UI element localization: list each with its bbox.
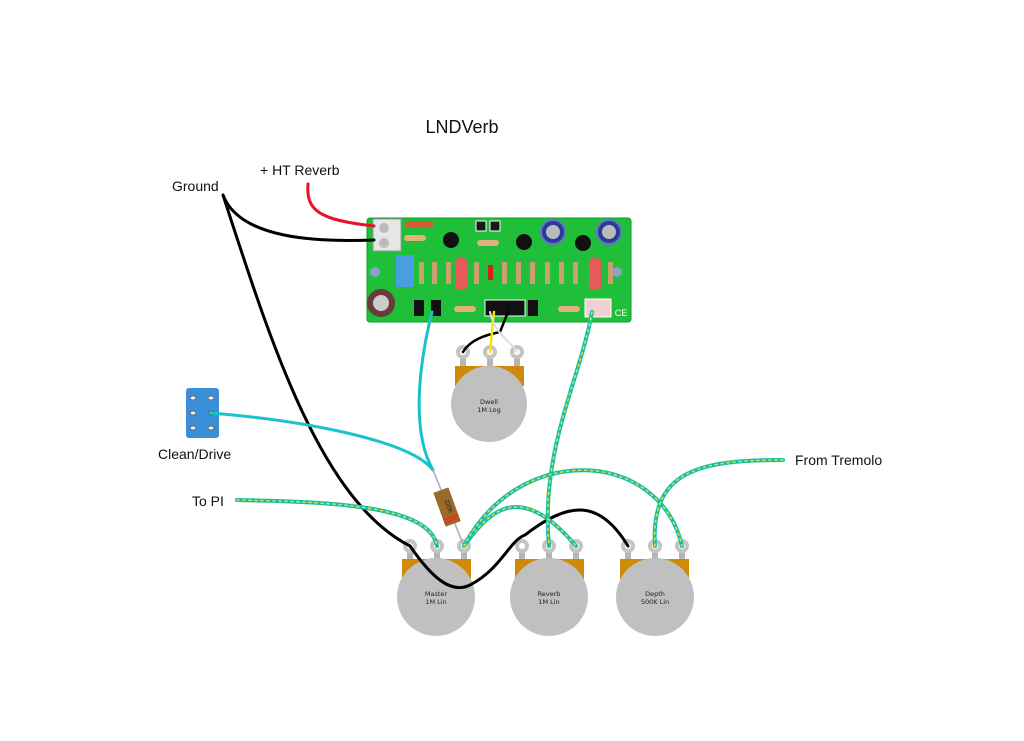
label-clean-drive: Clean/Drive [158, 446, 231, 462]
diagram-title: LNDVerb [425, 117, 498, 137]
svg-text:Dwell: Dwell [480, 398, 498, 406]
svg-text:1M Lin: 1M Lin [538, 598, 559, 606]
master-depth-wire [462, 468, 684, 548]
ce-mark: CE [615, 308, 628, 318]
ground-wire-pots [408, 508, 630, 590]
dwell-wire-yellow [488, 310, 496, 354]
label-ht-reverb: + HT Reverb [260, 162, 340, 178]
to-pi-wire [235, 498, 439, 548]
svg-text:Master: Master [425, 590, 448, 598]
svg-text:Depth: Depth [645, 590, 665, 598]
svg-text:220K: 220K [443, 499, 453, 514]
resistor-220k: 220K [433, 487, 461, 527]
svg-text:Reverb: Reverb [538, 590, 561, 598]
label-from-tremolo: From Tremolo [795, 452, 882, 468]
pot-dwell[interactable]: Dwell 1M Log [451, 345, 527, 442]
ground-wire-pcb [221, 193, 376, 242]
ht-wire [306, 182, 376, 228]
pot-depth[interactable]: Depth 500K Lin [616, 539, 694, 636]
label-ground: Ground [172, 178, 219, 194]
reverb-pcb: CE [366, 217, 632, 323]
label-to-pi: To PI [192, 493, 224, 509]
ground-wire-master [221, 193, 412, 548]
from-tremolo-wire [652, 458, 785, 548]
svg-text:1M Lin: 1M Lin [425, 598, 446, 606]
pcb-input-wire [417, 310, 435, 472]
svg-text:500K Lin: 500K Lin [641, 598, 669, 606]
pot-master[interactable]: Master 1M Lin [397, 539, 475, 636]
switch-wire [208, 411, 435, 472]
svg-text:1M Log: 1M Log [477, 406, 500, 414]
pot-reverb[interactable]: Reverb 1M Lin [510, 539, 588, 636]
dwell-wire-white [489, 311, 518, 353]
